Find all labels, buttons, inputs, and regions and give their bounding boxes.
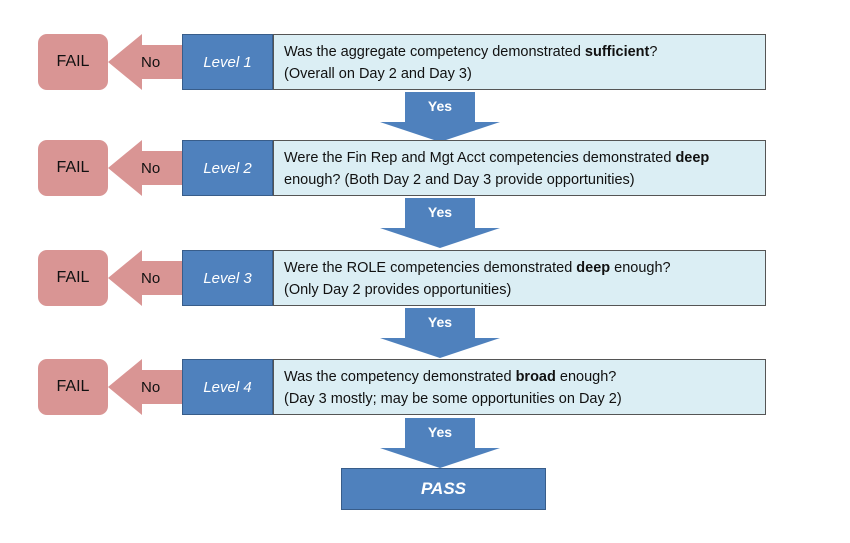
down-arrow-icon xyxy=(380,92,500,142)
no-arrow-level-3: No xyxy=(108,250,182,306)
level-2-box: Level 2 xyxy=(182,140,273,196)
yes-arrow-level-2: Yes xyxy=(380,198,500,248)
yes-arrow-level-1: Yes xyxy=(380,92,500,142)
level-3-box: Level 3 xyxy=(182,250,273,306)
yes-label-level-3: Yes xyxy=(427,314,453,330)
fail-box-level-2: FAIL xyxy=(38,140,108,196)
yes-label-level-1: Yes xyxy=(427,98,453,114)
fail-box-level-3: FAIL xyxy=(38,250,108,306)
yes-arrow-level-4: Yes xyxy=(380,418,500,468)
no-arrow-level-4: No xyxy=(108,359,182,415)
no-label-level-2: No xyxy=(141,159,161,177)
level-4-box: Level 4 xyxy=(182,359,273,415)
left-arrow-icon xyxy=(108,250,182,306)
question-level-1: Was the aggregate competency demonstrate… xyxy=(273,34,766,90)
yes-label-level-2: Yes xyxy=(427,204,453,220)
no-label-level-1: No xyxy=(141,53,161,71)
level-1-box: Level 1 xyxy=(182,34,273,90)
fail-box-level-4: FAIL xyxy=(38,359,108,415)
question-level-3: Were the ROLE competencies demonstrated … xyxy=(273,250,766,306)
fail-box-level-1: FAIL xyxy=(38,34,108,90)
no-arrow-level-2: No xyxy=(108,140,182,196)
no-label-level-4: No xyxy=(141,378,161,396)
question-level-4: Was the competency demonstrated broad en… xyxy=(273,359,766,415)
down-arrow-icon xyxy=(380,308,500,358)
no-arrow-level-1: No xyxy=(108,34,182,90)
question-level-2: Were the Fin Rep and Mgt Acct competenci… xyxy=(273,140,766,196)
yes-arrow-level-3: Yes xyxy=(380,308,500,358)
pass-box: PASS xyxy=(341,468,546,510)
no-label-level-3: No xyxy=(141,269,161,287)
left-arrow-icon xyxy=(108,359,182,415)
yes-label-level-4: Yes xyxy=(427,424,453,440)
down-arrow-icon xyxy=(380,198,500,248)
left-arrow-icon xyxy=(108,140,182,196)
left-arrow-icon xyxy=(108,34,182,90)
down-arrow-icon xyxy=(380,418,500,468)
